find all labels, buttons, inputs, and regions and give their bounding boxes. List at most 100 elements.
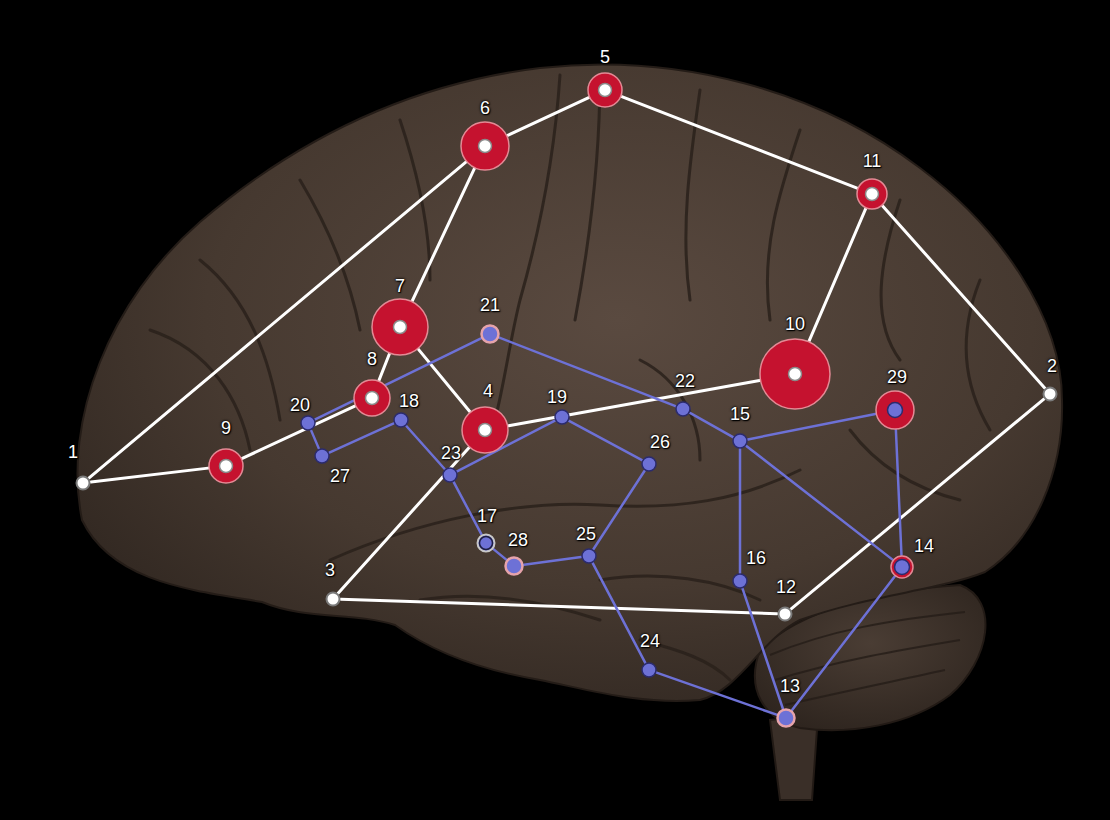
node-dot	[366, 392, 379, 405]
node-number: 28	[506, 530, 530, 550]
node-number: 21	[478, 295, 502, 315]
blue-link	[569, 421, 642, 460]
node-dot	[676, 402, 690, 416]
node-number: 7	[393, 276, 407, 296]
node-dot	[315, 449, 329, 463]
node-symbol	[641, 662, 657, 678]
blue-link	[329, 423, 393, 452]
node-number: 12	[774, 577, 798, 597]
node-dot	[443, 468, 457, 482]
node-symbol	[856, 178, 888, 210]
node-number: 19	[545, 387, 569, 407]
node-dot	[895, 560, 910, 575]
network-node: 23	[442, 467, 458, 483]
node-dot	[479, 424, 492, 437]
node-number: 23	[439, 443, 463, 463]
network-node: 10	[759, 338, 831, 410]
network-node: 26	[641, 456, 657, 472]
blue-link	[499, 338, 675, 406]
node-symbol	[75, 475, 91, 491]
node-symbol	[641, 456, 657, 472]
node-number: 9	[219, 418, 233, 438]
node-symbol	[875, 390, 915, 430]
node-number: 14	[912, 536, 936, 556]
node-dot	[327, 593, 340, 606]
blue-link	[896, 430, 902, 555]
node-dot	[582, 549, 596, 563]
network-node: 2	[1042, 386, 1058, 402]
node-dot	[77, 477, 90, 490]
white-link	[338, 448, 469, 593]
hub-disc	[462, 407, 508, 453]
network-node: 13	[776, 708, 796, 728]
node-symbol	[300, 415, 316, 431]
hub-disc	[588, 73, 622, 107]
node-dot	[478, 535, 495, 552]
white-link	[508, 98, 589, 136]
blue-link	[746, 446, 892, 560]
network-node: 11	[856, 178, 888, 210]
node-dot	[506, 558, 523, 575]
network-node: 6	[460, 121, 510, 171]
node-number: 26	[648, 432, 672, 452]
node-symbol	[675, 401, 691, 417]
white-link	[418, 349, 469, 411]
node-number: 3	[323, 560, 337, 580]
hub-disc	[857, 179, 887, 209]
white-link	[412, 169, 474, 301]
white-link	[89, 162, 466, 478]
node-symbol	[759, 338, 831, 410]
node-outline	[480, 537, 493, 550]
node-symbol	[1042, 386, 1058, 402]
network-node: 19	[554, 409, 570, 425]
node-dot	[394, 321, 407, 334]
node-number: 17	[475, 506, 499, 526]
node-dot	[479, 140, 492, 153]
white-link	[791, 399, 1044, 609]
node-dot	[1044, 388, 1057, 401]
blue-link	[593, 563, 646, 663]
network-node: 20	[300, 415, 316, 431]
node-number: 20	[288, 395, 312, 415]
hub-disc	[876, 391, 914, 429]
node-symbol	[732, 433, 748, 449]
node-number: 24	[638, 631, 662, 651]
node-dot	[642, 457, 656, 471]
white-link	[883, 206, 1045, 388]
node-number: 11	[861, 151, 884, 171]
blue-link	[657, 673, 777, 715]
node-dot	[733, 434, 747, 448]
network-node: 8	[353, 379, 391, 417]
node-symbol	[776, 708, 796, 728]
network-node: 22	[675, 401, 691, 417]
blue-link	[593, 471, 644, 550]
node-dot	[778, 710, 795, 727]
blue-link	[494, 549, 507, 559]
node-symbol	[371, 298, 429, 356]
node-symbol	[554, 409, 570, 425]
white-link	[341, 599, 777, 613]
node-dot	[394, 413, 408, 427]
node-dot	[482, 326, 499, 343]
node-symbol	[460, 121, 510, 171]
blue-link	[524, 557, 581, 565]
blue-link	[739, 449, 742, 573]
node-dot	[555, 410, 569, 424]
white-link	[509, 380, 760, 425]
hub-disc	[760, 339, 830, 409]
network-node: 25	[581, 548, 597, 564]
node-symbol	[461, 406, 509, 454]
node-number: 29	[885, 367, 909, 387]
node-symbol	[581, 548, 597, 564]
node-number: 27	[328, 466, 352, 486]
network-node: 14	[890, 555, 914, 579]
blue-link	[406, 426, 444, 469]
node-dot	[779, 608, 792, 621]
node-dot	[789, 368, 802, 381]
white-link	[91, 468, 208, 482]
network-node: 3	[325, 591, 341, 607]
node-number: 10	[783, 314, 807, 334]
node-dot	[888, 403, 903, 418]
node-dot	[866, 188, 879, 201]
node-number: 22	[673, 371, 697, 391]
